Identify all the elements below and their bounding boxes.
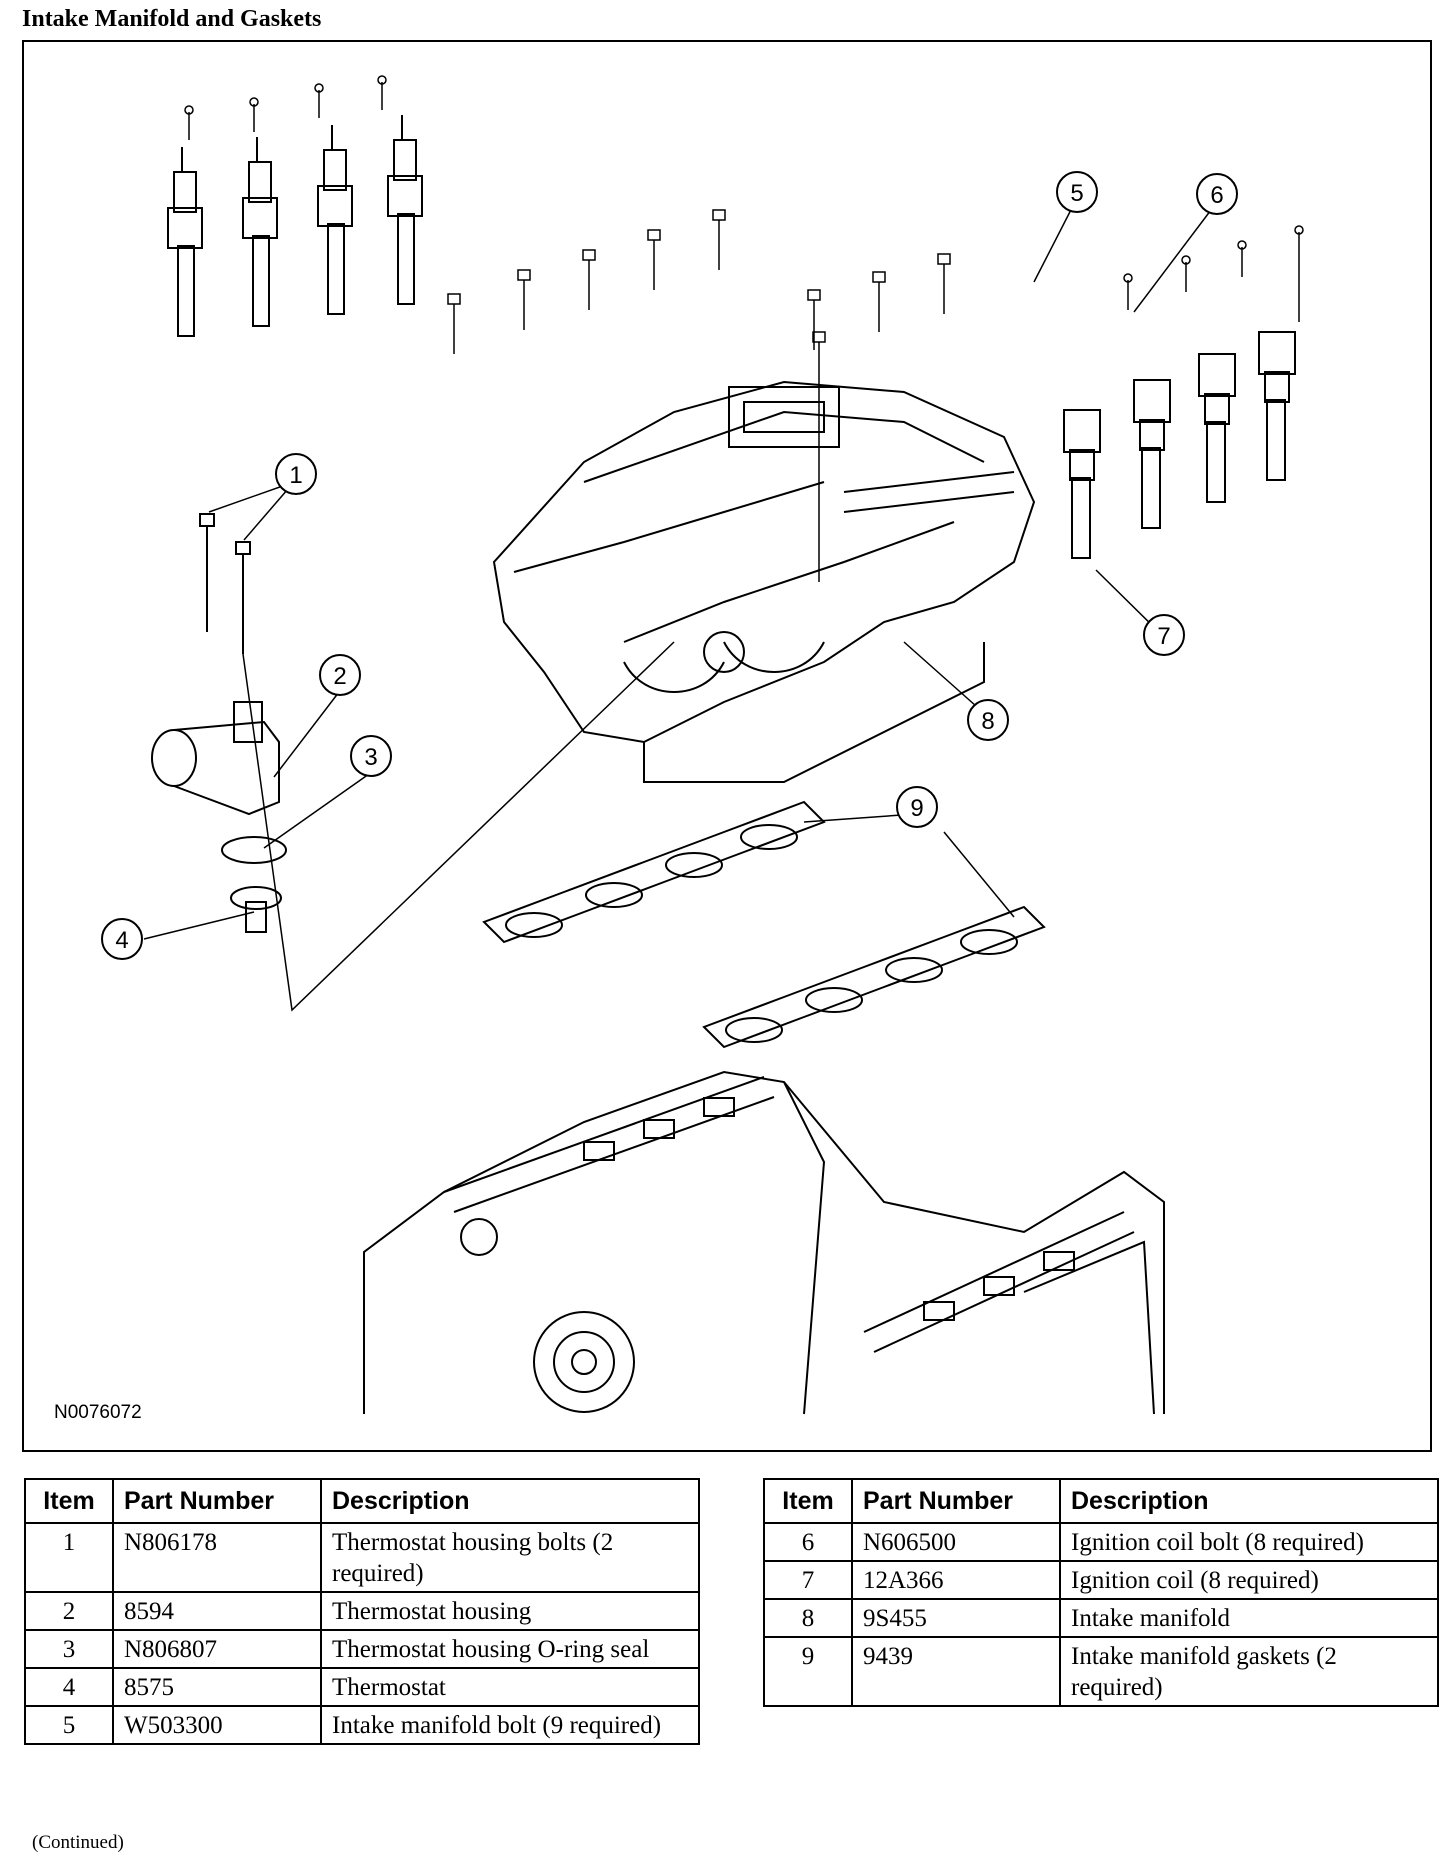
part-number-cell: N606500	[851, 1522, 1061, 1562]
item-cell: 2	[24, 1591, 114, 1631]
callout-leaders	[143, 199, 1218, 940]
callout-1: 1	[289, 462, 302, 489]
figure-id: N0076072	[54, 1402, 142, 1423]
thermostat	[230, 886, 282, 933]
item-cell: 4	[24, 1667, 114, 1707]
part-number-cell: W503300	[112, 1705, 322, 1745]
header-description: Description	[1059, 1478, 1439, 1524]
thermostat-housing-bolts	[199, 513, 251, 654]
callout-circles	[101, 171, 1238, 960]
item-cell: 7	[763, 1560, 853, 1600]
description-cell: Thermostat housing	[320, 1591, 700, 1631]
description-cell: Intake manifold bolt (9 required)	[320, 1705, 700, 1745]
o-ring-seal	[221, 836, 287, 864]
part-number-cell: N806807	[112, 1629, 322, 1669]
description-cell: Ignition coil (8 required)	[1059, 1560, 1439, 1600]
header-part-number: Part Number	[112, 1478, 322, 1524]
table-row: 7 12A366 Ignition coil (8 required)	[763, 1560, 1439, 1600]
part-number-cell: 12A366	[851, 1560, 1061, 1600]
callout-8: 8	[981, 708, 994, 735]
callout-2: 2	[333, 663, 346, 690]
exploded-view-illustration: 1 2 3 4 5 6 7 8 9 N0076072	[22, 40, 1432, 1452]
item-cell: 8	[763, 1598, 853, 1638]
engine-block	[363, 1070, 1165, 1415]
table-row: 4 8575 Thermostat	[24, 1667, 700, 1707]
description-cell: Thermostat	[320, 1667, 700, 1707]
part-number-cell: 9439	[851, 1636, 1061, 1707]
header-part-number: Part Number	[851, 1478, 1061, 1524]
item-cell: 1	[24, 1522, 114, 1593]
left-ignition-coils	[167, 75, 423, 337]
callout-4: 4	[115, 927, 128, 954]
table-row: 6 N606500 Ignition coil bolt (8 required…	[763, 1522, 1439, 1562]
item-cell: 5	[24, 1705, 114, 1745]
table-row: 5 W503300 Intake manifold bolt (9 requir…	[24, 1705, 700, 1745]
page-title: Intake Manifold and Gaskets	[22, 6, 322, 32]
part-number-cell: N806178	[112, 1522, 322, 1593]
description-cell: Intake manifold	[1059, 1598, 1439, 1638]
table-row: 9 9439 Intake manifold gaskets (2 requir…	[763, 1636, 1439, 1707]
part-number-cell: 9S455	[851, 1598, 1061, 1638]
callout-7: 7	[1157, 623, 1170, 650]
part-number-cell: 8575	[112, 1667, 322, 1707]
header-item: Item	[763, 1478, 853, 1524]
header-description: Description	[320, 1478, 700, 1524]
parts-table-right: Item Part Number Description 6 N606500 I…	[763, 1478, 1439, 1707]
item-cell: 9	[763, 1636, 853, 1707]
header-item: Item	[24, 1478, 114, 1524]
table-row: 1 N806178 Thermostat housing bolts (2 re…	[24, 1522, 700, 1593]
description-cell: Ignition coil bolt (8 required)	[1059, 1522, 1439, 1562]
intake-manifold-gaskets	[482, 800, 1046, 1049]
parts-table-left: Item Part Number Description 1 N806178 T…	[24, 1478, 700, 1745]
description-cell: Intake manifold gaskets (2 required)	[1059, 1636, 1439, 1707]
callout-6: 6	[1210, 182, 1223, 209]
table-row: 8 9S455 Intake manifold	[763, 1598, 1439, 1638]
table-row: 2 8594 Thermostat housing	[24, 1591, 700, 1631]
item-cell: 3	[24, 1629, 114, 1669]
table-row: 3 N806807 Thermostat housing O-ring seal	[24, 1629, 700, 1669]
intake-manifold-body	[492, 380, 1036, 783]
continued-note: (Continued)	[32, 1832, 124, 1853]
part-number-cell: 8594	[112, 1591, 322, 1631]
right-ignition-coils	[1063, 225, 1304, 559]
description-cell: Thermostat housing bolts (2 required)	[320, 1522, 700, 1593]
callout-9: 9	[910, 795, 923, 822]
item-cell: 6	[763, 1522, 853, 1562]
callout-3: 3	[364, 744, 377, 771]
callout-5: 5	[1070, 180, 1083, 207]
thermostat-housing	[151, 701, 280, 816]
intake-manifold-bolts	[447, 209, 951, 582]
description-cell: Thermostat housing O-ring seal	[320, 1629, 700, 1669]
